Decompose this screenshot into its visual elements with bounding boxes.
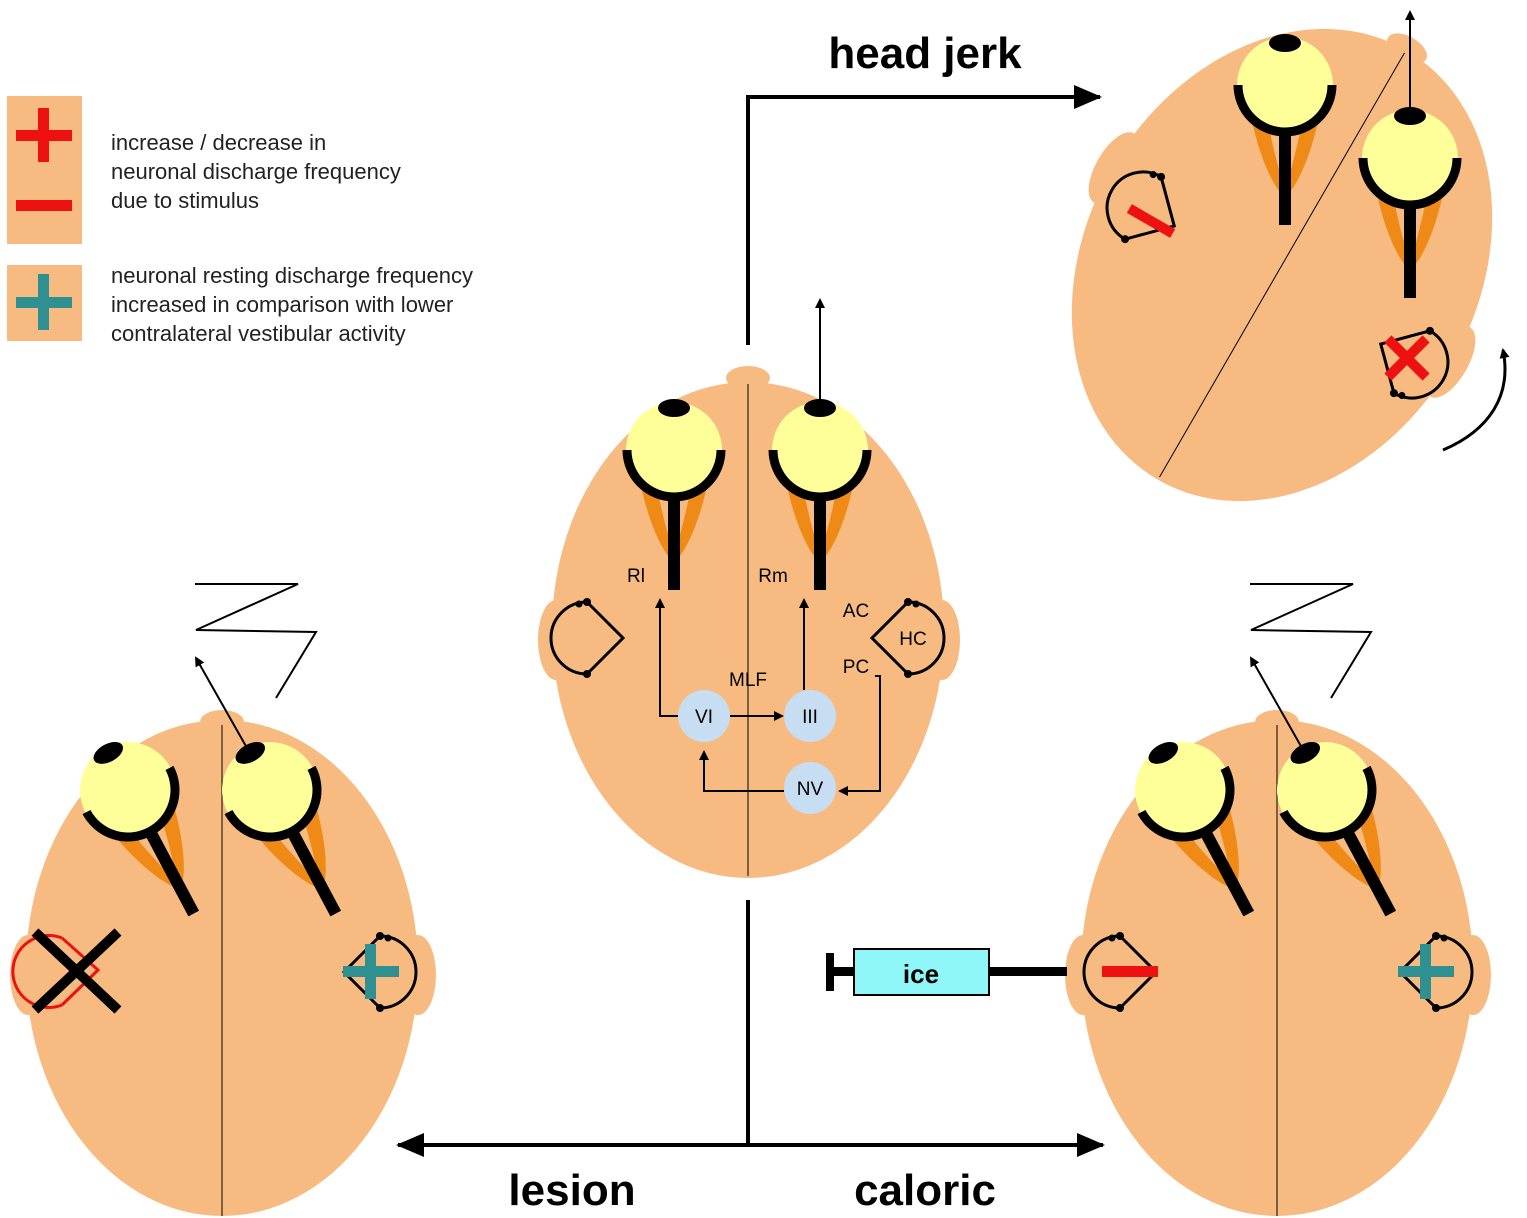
head-jerk-head <box>974 0 1527 586</box>
caloric-minus-icon <box>1102 966 1158 977</box>
center-head: VI III NV Rl Rm AC HC PC MLF <box>538 300 960 878</box>
ac-label: AC <box>843 601 869 622</box>
nystagmus-zigzag-icon <box>195 584 316 698</box>
syringe-icon: ice <box>826 949 1067 995</box>
nucleus-vi-label: VI <box>695 707 713 728</box>
hc-label: HC <box>899 629 926 650</box>
caloric-nystagmus-icon <box>1250 584 1371 698</box>
caloric-head <box>1065 584 1491 1216</box>
lesion-head <box>10 584 436 1216</box>
lesion-label: lesion <box>508 1166 635 1215</box>
rl-label: Rl <box>627 566 645 587</box>
nucleus-nv-label: NV <box>797 779 824 800</box>
legend-stimulus-line-2: neuronal discharge frequency <box>111 159 401 184</box>
ice-label: ice <box>903 959 939 989</box>
pc-label: PC <box>843 657 869 678</box>
legend-resting-line-1: neuronal resting discharge frequency <box>111 263 473 288</box>
legend: increase / decrease in neuronal discharg… <box>7 96 473 346</box>
legend-resting-line-2: increased in comparison with lower <box>111 292 453 317</box>
minus-red-icon <box>16 200 72 211</box>
legend-stimulus-line-3: due to stimulus <box>111 188 259 213</box>
nucleus-iii-label: III <box>802 707 818 728</box>
rm-label: Rm <box>758 566 788 587</box>
legend-stimulus-line-1: increase / decrease in <box>111 130 326 155</box>
mlf-label: MLF <box>729 670 767 691</box>
caloric-label: caloric <box>854 1166 996 1215</box>
legend-resting-line-3: contralateral vestibular activity <box>111 321 406 346</box>
head-jerk-label: head jerk <box>828 29 1022 78</box>
